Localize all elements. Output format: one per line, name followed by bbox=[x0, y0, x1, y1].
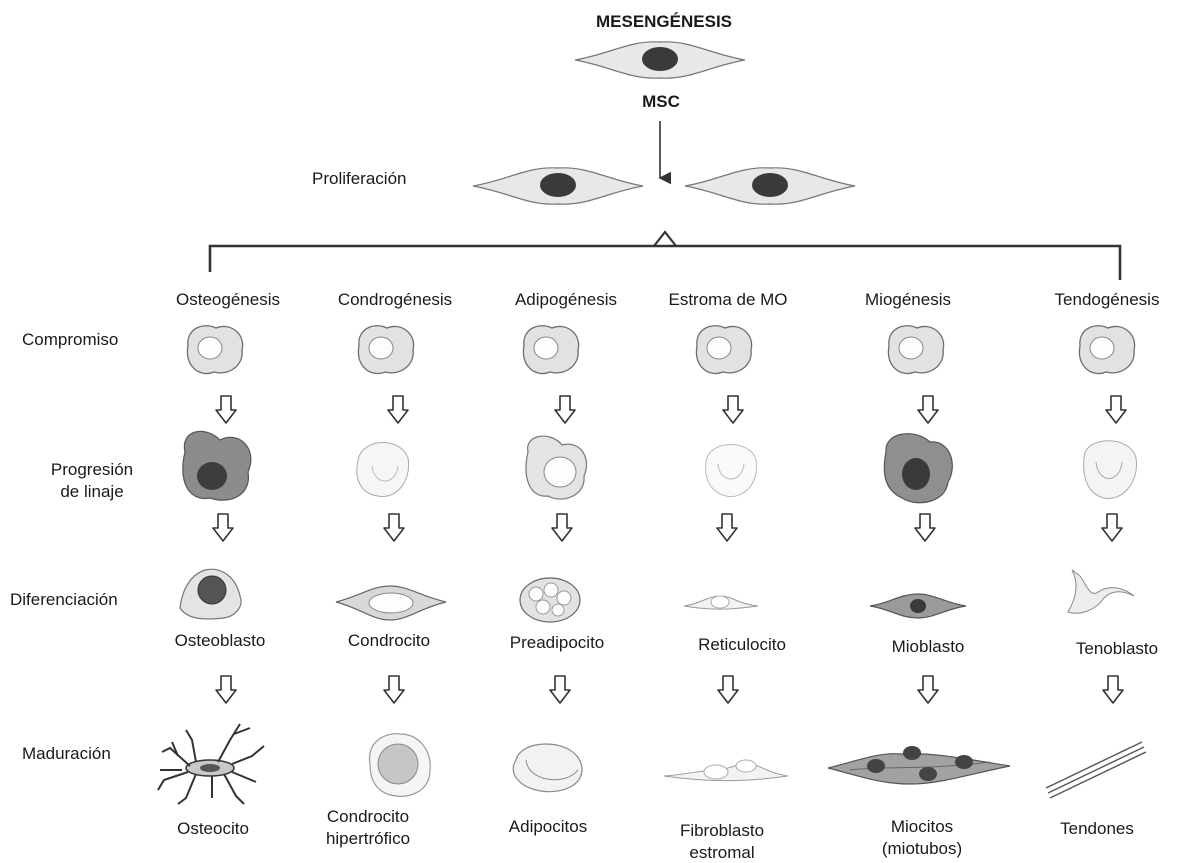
commit-cell-osteo bbox=[187, 326, 242, 374]
arrow-1-tendo bbox=[1106, 396, 1126, 423]
diagram-title: MESENGÉNESIS bbox=[596, 12, 732, 32]
mature-label-estroma-2: estromal bbox=[689, 843, 754, 863]
mature-cell-stromal-fibroblast bbox=[664, 760, 788, 781]
msc-cell bbox=[575, 42, 745, 78]
arrow-2-osteo bbox=[213, 514, 233, 541]
mature-cell-adipocytes bbox=[513, 744, 582, 792]
arrow-3-osteo bbox=[216, 676, 236, 703]
arrow-2-adipo bbox=[552, 514, 572, 541]
mature-label-mio-1: Miocitos bbox=[891, 817, 953, 837]
arrow-1-estroma bbox=[723, 396, 743, 423]
progression-cell-adipo bbox=[526, 436, 586, 499]
lineage-header-tendo: Tendogénesis bbox=[1055, 290, 1160, 310]
commit-cell-tendo bbox=[1079, 326, 1134, 374]
mature-cell-hypertrophic-chondrocyte bbox=[370, 734, 431, 797]
stage-label-compromiso: Compromiso bbox=[22, 330, 118, 350]
stage-label-diferenciacion: Diferenciación bbox=[10, 590, 118, 610]
mature-cell-myocytes bbox=[828, 746, 1010, 784]
lineage-header-adipo: Adipogénesis bbox=[515, 290, 617, 310]
progression-cell-estroma bbox=[706, 444, 757, 496]
bracket-apex bbox=[654, 232, 676, 246]
progression-cell-tendo bbox=[1084, 441, 1137, 499]
stage-label-maduracion: Maduración bbox=[22, 744, 111, 764]
msc-label: MSC bbox=[642, 92, 680, 112]
diff-label-tendo: Tenoblasto bbox=[1076, 639, 1158, 659]
mature-label-condro-2: hipertrófico bbox=[326, 829, 410, 849]
differentiated-cell-chondrocyte bbox=[336, 586, 446, 620]
progression-cell-osteo bbox=[183, 431, 251, 500]
arrow-3-tendo bbox=[1103, 676, 1123, 703]
differentiated-cell-tenoblast bbox=[1068, 570, 1134, 613]
arrow-1-condro bbox=[388, 396, 408, 423]
proliferation-label: Proliferación bbox=[312, 169, 407, 189]
arrow-2-tendo bbox=[1102, 514, 1122, 541]
commit-cell-mio bbox=[888, 326, 943, 374]
mature-label-adipo: Adipocitos bbox=[509, 817, 587, 837]
arrow-1-adipo bbox=[555, 396, 575, 423]
proliferation-cell-right bbox=[685, 168, 855, 204]
arrow-1-mio bbox=[918, 396, 938, 423]
diff-label-adipo: Preadipocito bbox=[510, 633, 605, 653]
stage-label-progresion-2: de linaje bbox=[60, 482, 123, 502]
lineage-header-mio: Miogénesis bbox=[865, 290, 951, 310]
mature-label-condro-1: Condrocito bbox=[327, 807, 409, 827]
differentiated-cell-osteoblast bbox=[180, 569, 241, 619]
differentiated-cell-myoblast bbox=[870, 594, 966, 618]
lineage-bracket bbox=[210, 246, 1120, 280]
differentiated-cell-reticulocyte bbox=[684, 596, 758, 609]
mature-label-estroma-1: Fibroblasto bbox=[680, 821, 764, 841]
arrow-3-adipo bbox=[550, 676, 570, 703]
arrow-2-estroma bbox=[717, 514, 737, 541]
lineage-header-condro: Condrogénesis bbox=[338, 290, 452, 310]
mature-label-osteo: Osteocito bbox=[177, 819, 249, 839]
arrow-3-mio bbox=[918, 676, 938, 703]
arrow-2-mio bbox=[915, 514, 935, 541]
arrow-3-estroma bbox=[718, 676, 738, 703]
lineage-header-estroma: Estroma de MO bbox=[668, 290, 787, 310]
commit-cell-adipo bbox=[523, 326, 578, 374]
stage-label-progresion-1: Progresión bbox=[51, 460, 133, 480]
diff-label-condro: Condrocito bbox=[348, 631, 430, 651]
commit-cell-estroma bbox=[696, 326, 751, 374]
diff-label-mio: Mioblasto bbox=[892, 637, 965, 657]
commit-cell-condro bbox=[358, 326, 413, 374]
mature-label-mio-2: (miotubos) bbox=[882, 839, 962, 859]
diff-label-osteo: Osteoblasto bbox=[175, 631, 266, 651]
progression-cell-mio bbox=[884, 434, 952, 503]
arrow-2-condro bbox=[384, 514, 404, 541]
mature-cell-tendons bbox=[1046, 742, 1146, 798]
mature-label-tendo: Tendones bbox=[1060, 819, 1134, 839]
progression-cell-condro bbox=[357, 442, 409, 496]
arrow-3-condro bbox=[384, 676, 404, 703]
diff-label-estroma: Reticulocito bbox=[698, 635, 786, 655]
differentiated-cell-preadipocyte bbox=[520, 578, 580, 622]
lineage-header-osteo: Osteogénesis bbox=[176, 290, 280, 310]
arrow-1-osteo bbox=[216, 396, 236, 423]
proliferation-cell-left bbox=[473, 168, 643, 204]
mature-cell-osteocyte bbox=[158, 724, 264, 804]
